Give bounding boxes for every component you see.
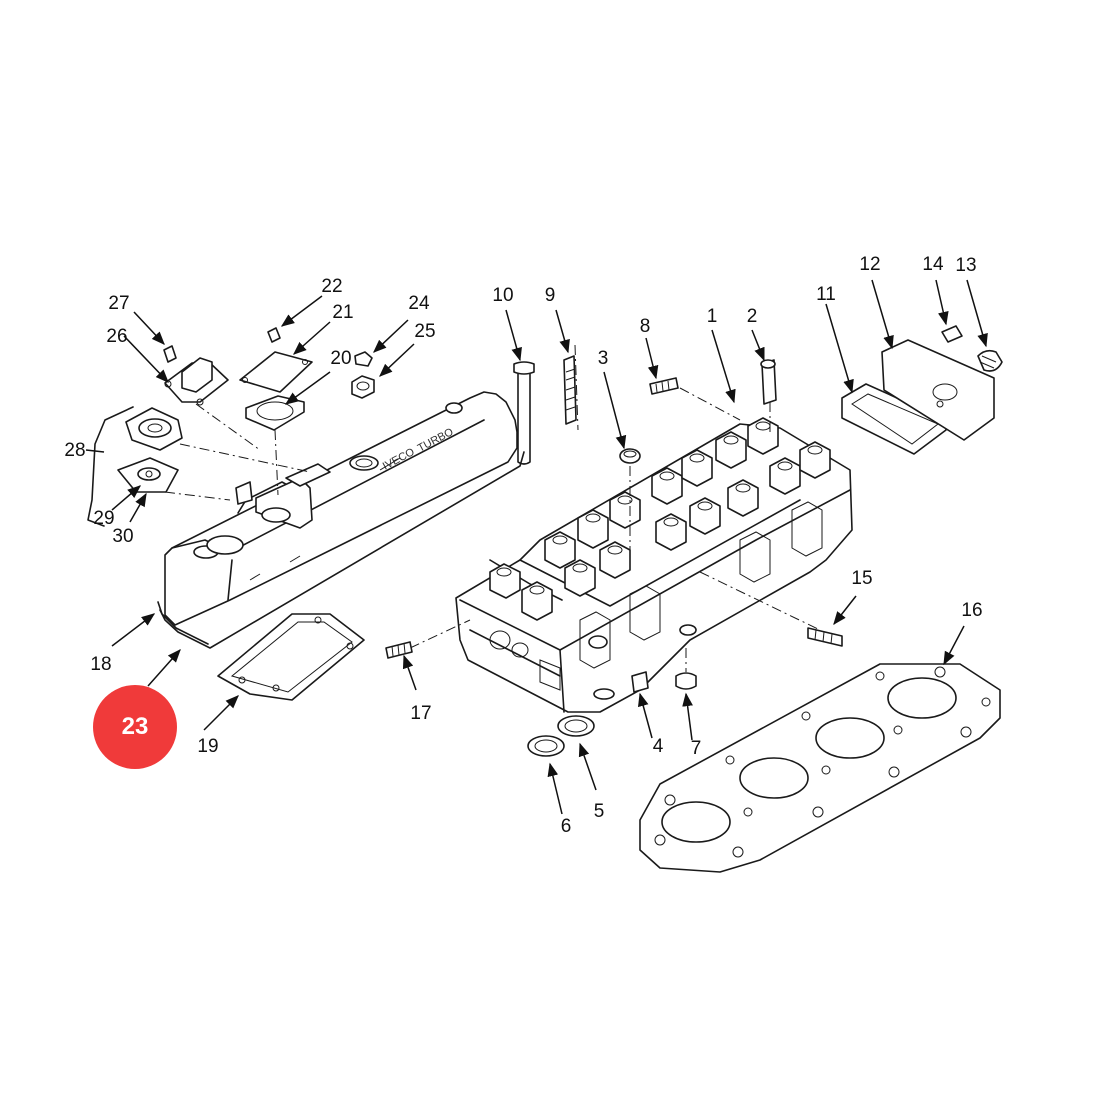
callout-5: 5 — [594, 801, 605, 822]
callout-22: 22 — [321, 276, 342, 297]
callout-24: 24 — [408, 293, 430, 314]
callout-13: 13 — [955, 255, 976, 276]
valve-cover: IVECO TURBO — [157, 391, 525, 649]
callout-3: 3 — [598, 348, 609, 369]
callout-17: 17 — [410, 703, 431, 724]
part-number-badge: 23 — [93, 685, 177, 769]
callout-15: 15 — [851, 568, 872, 589]
cover-plate — [217, 613, 365, 701]
callout-12: 12 — [859, 254, 880, 275]
callout-8: 8 — [640, 316, 651, 337]
callout-14: 14 — [922, 254, 944, 275]
callout-11: 11 — [816, 284, 836, 305]
callout-28: 28 — [64, 440, 85, 461]
fasteners — [385, 355, 843, 693]
cylinder-head — [409, 344, 853, 713]
callout-18: 18 — [90, 654, 111, 675]
head-gasket — [639, 663, 1001, 873]
callout-29: 29 — [93, 508, 114, 529]
callout-9: 9 — [545, 285, 556, 306]
callout-labels: 1 2 3 4 5 6 7 8 9 10 11 12 13 14 15 16 1… — [64, 254, 982, 837]
callout-30: 30 — [112, 526, 133, 547]
leader-arrows — [85, 279, 988, 815]
seat-rings — [527, 715, 595, 757]
callout-26: 26 — [106, 326, 127, 347]
callout-6: 6 — [561, 816, 572, 837]
callout-27: 27 — [108, 293, 129, 314]
breather-assembly — [87, 327, 375, 527]
callout-21: 21 — [332, 302, 353, 323]
callout-2: 2 — [747, 306, 758, 327]
callout-10: 10 — [492, 285, 513, 306]
callout-20: 20 — [330, 348, 351, 369]
callout-19: 19 — [197, 736, 218, 757]
callout-16: 16 — [961, 600, 982, 621]
callout-7: 7 — [691, 738, 702, 759]
callout-4: 4 — [653, 736, 664, 757]
callout-1: 1 — [707, 306, 718, 327]
side-cover — [841, 325, 1003, 455]
callout-25: 25 — [414, 321, 435, 342]
